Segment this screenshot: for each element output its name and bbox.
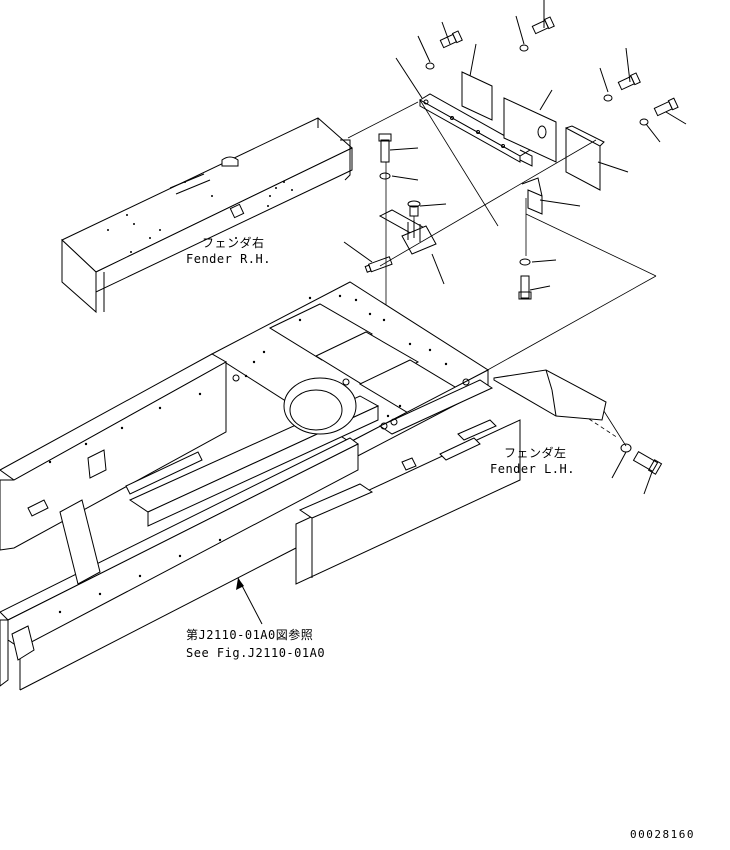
drawing-number: 00028160 [630,828,695,841]
fender-lh-label-jp: フェンダ左 [504,446,567,460]
hardware-bolts [364,16,679,475]
fender-rh-label-en: Fender R.H. [186,252,271,266]
fender-rh-label-jp: フェンダ右 [202,236,265,250]
leader-lines [236,0,687,625]
main-frame [0,281,607,691]
fender-bracket-assembly [419,71,605,215]
fender-lh-label-en: Fender L.H. [490,462,575,476]
see-figure-reference-jp: 第J2110-01A0図参照 [186,628,314,642]
fender-rh [61,117,353,314]
see-figure-reference-en: See Fig.J2110-01A0 [186,646,326,660]
